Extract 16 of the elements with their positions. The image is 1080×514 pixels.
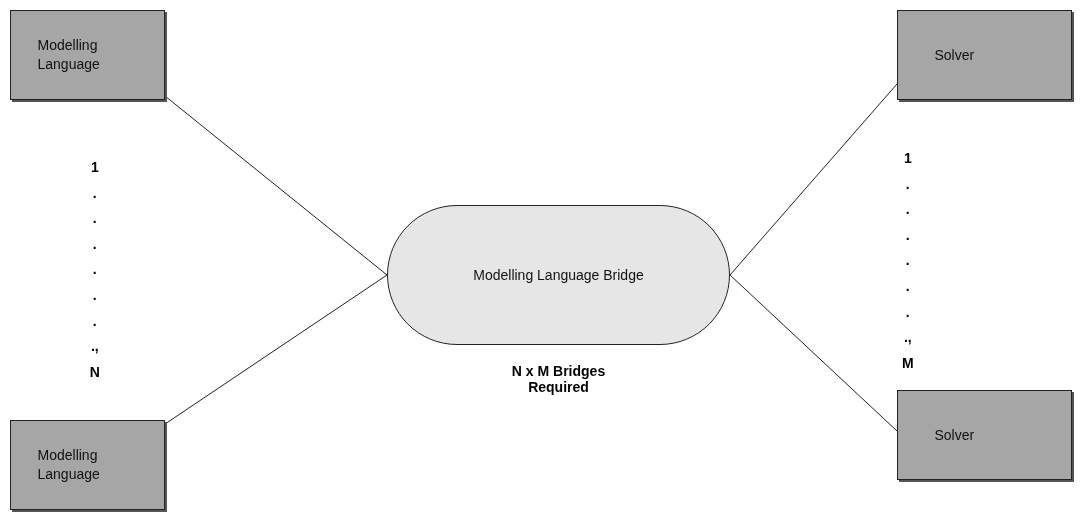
node-label: Solver (934, 45, 976, 65)
connector-line (164, 95, 388, 276)
ellipsis-column: 1 . . . . . . ., M (900, 146, 916, 377)
connector-line (729, 83, 898, 276)
ellipsis-column: 1 . . . . . . ., N (87, 155, 103, 386)
component-box (897, 10, 1072, 100)
connector-line (729, 274, 898, 432)
node-label: Solver (934, 425, 976, 445)
node-caption: N x M Bridges Required (510, 363, 607, 395)
component-box (10, 420, 165, 510)
component-box (10, 10, 165, 100)
connector-line (164, 274, 388, 425)
node-label: Modelling Language (37, 446, 101, 484)
component-box (897, 390, 1072, 480)
node-label: Modelling Language (37, 36, 101, 74)
node-label: Modelling Language Bridge (473, 265, 644, 285)
